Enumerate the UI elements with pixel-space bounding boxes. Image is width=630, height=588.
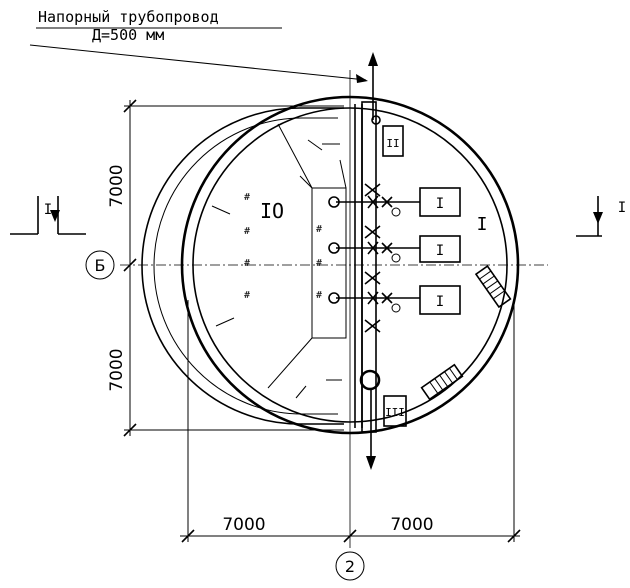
pump-unit-middle-label: I bbox=[436, 243, 444, 259]
dim-vertical-top: 7000 bbox=[107, 164, 127, 207]
valve-marker-2 bbox=[364, 225, 381, 239]
valve-marker-3 bbox=[364, 271, 381, 285]
svg-text:#: # bbox=[244, 290, 250, 301]
dim-tick-mid bbox=[123, 258, 137, 272]
dim-htick-right bbox=[507, 529, 521, 543]
flow-arrows bbox=[211, 139, 342, 399]
pit-diag-4 bbox=[277, 123, 313, 189]
pipe-out-top-arrow bbox=[368, 52, 378, 66]
pump-unit-bottom-label: I bbox=[436, 294, 444, 310]
title-line1: Напорный трубопровод bbox=[38, 8, 219, 26]
pump-unit-middle bbox=[419, 235, 461, 263]
pit-diag-3 bbox=[339, 159, 347, 189]
pipe-top-node bbox=[371, 115, 381, 125]
tank-bottom bbox=[383, 395, 407, 427]
axis-letter: Б bbox=[95, 256, 106, 275]
section-marker-right bbox=[576, 196, 603, 237]
pit-diag-2 bbox=[267, 337, 313, 389]
zone-label-right: I bbox=[477, 214, 488, 235]
pipe-out-bottom-arrow bbox=[366, 456, 376, 470]
dim-horizontal-right: 7000 bbox=[390, 515, 433, 535]
axis-bubble-2 bbox=[335, 551, 365, 581]
branch-top bbox=[328, 195, 420, 217]
branch-bottom bbox=[328, 291, 420, 313]
stair-right bbox=[474, 265, 512, 309]
valve-marker-1 bbox=[364, 183, 381, 197]
leader-arrowhead bbox=[356, 74, 368, 83]
left-partition-inner bbox=[153, 117, 338, 415]
support-marks: # # # # # # # bbox=[244, 192, 322, 301]
central-pit bbox=[311, 187, 347, 339]
section-marker-left bbox=[10, 196, 86, 235]
svg-text:#: # bbox=[244, 226, 250, 237]
branch-middle bbox=[328, 241, 420, 263]
svg-text:#: # bbox=[316, 224, 322, 235]
leader-line bbox=[29, 44, 367, 81]
left-partition-outer bbox=[141, 107, 344, 425]
pit-diag-1 bbox=[299, 175, 313, 189]
dim-tick-bottom bbox=[123, 423, 137, 437]
section-label-left: I bbox=[44, 202, 52, 218]
dim-vertical-bottom: 7000 bbox=[107, 348, 127, 391]
right-partition bbox=[361, 101, 377, 433]
stair-bottom bbox=[420, 363, 464, 401]
svg-text:#: # bbox=[244, 192, 250, 203]
dim-htick-mid bbox=[343, 529, 357, 543]
valve-marker-4 bbox=[364, 319, 381, 333]
tank-top-label: II bbox=[386, 137, 399, 150]
axis-bubble-b bbox=[85, 250, 115, 280]
svg-text:#: # bbox=[244, 258, 250, 269]
axis-number: 2 bbox=[345, 557, 355, 576]
zone-label-left: IO bbox=[260, 199, 284, 223]
svg-text:#: # bbox=[316, 258, 322, 269]
dim-htick-left bbox=[181, 529, 195, 543]
dim-tick-top bbox=[123, 99, 137, 113]
pump-unit-top-label: I bbox=[436, 196, 444, 212]
drain-pump bbox=[359, 369, 381, 391]
tank-top bbox=[382, 125, 404, 157]
title-line2: Д=500 мм bbox=[92, 26, 164, 44]
dim-horizontal-left: 7000 bbox=[222, 515, 265, 535]
section-label-right: I bbox=[618, 200, 626, 216]
pump-unit-bottom bbox=[419, 285, 461, 315]
svg-text:#: # bbox=[316, 290, 322, 301]
pump-unit-top bbox=[419, 187, 461, 217]
tank-bottom-label: III bbox=[385, 406, 405, 419]
